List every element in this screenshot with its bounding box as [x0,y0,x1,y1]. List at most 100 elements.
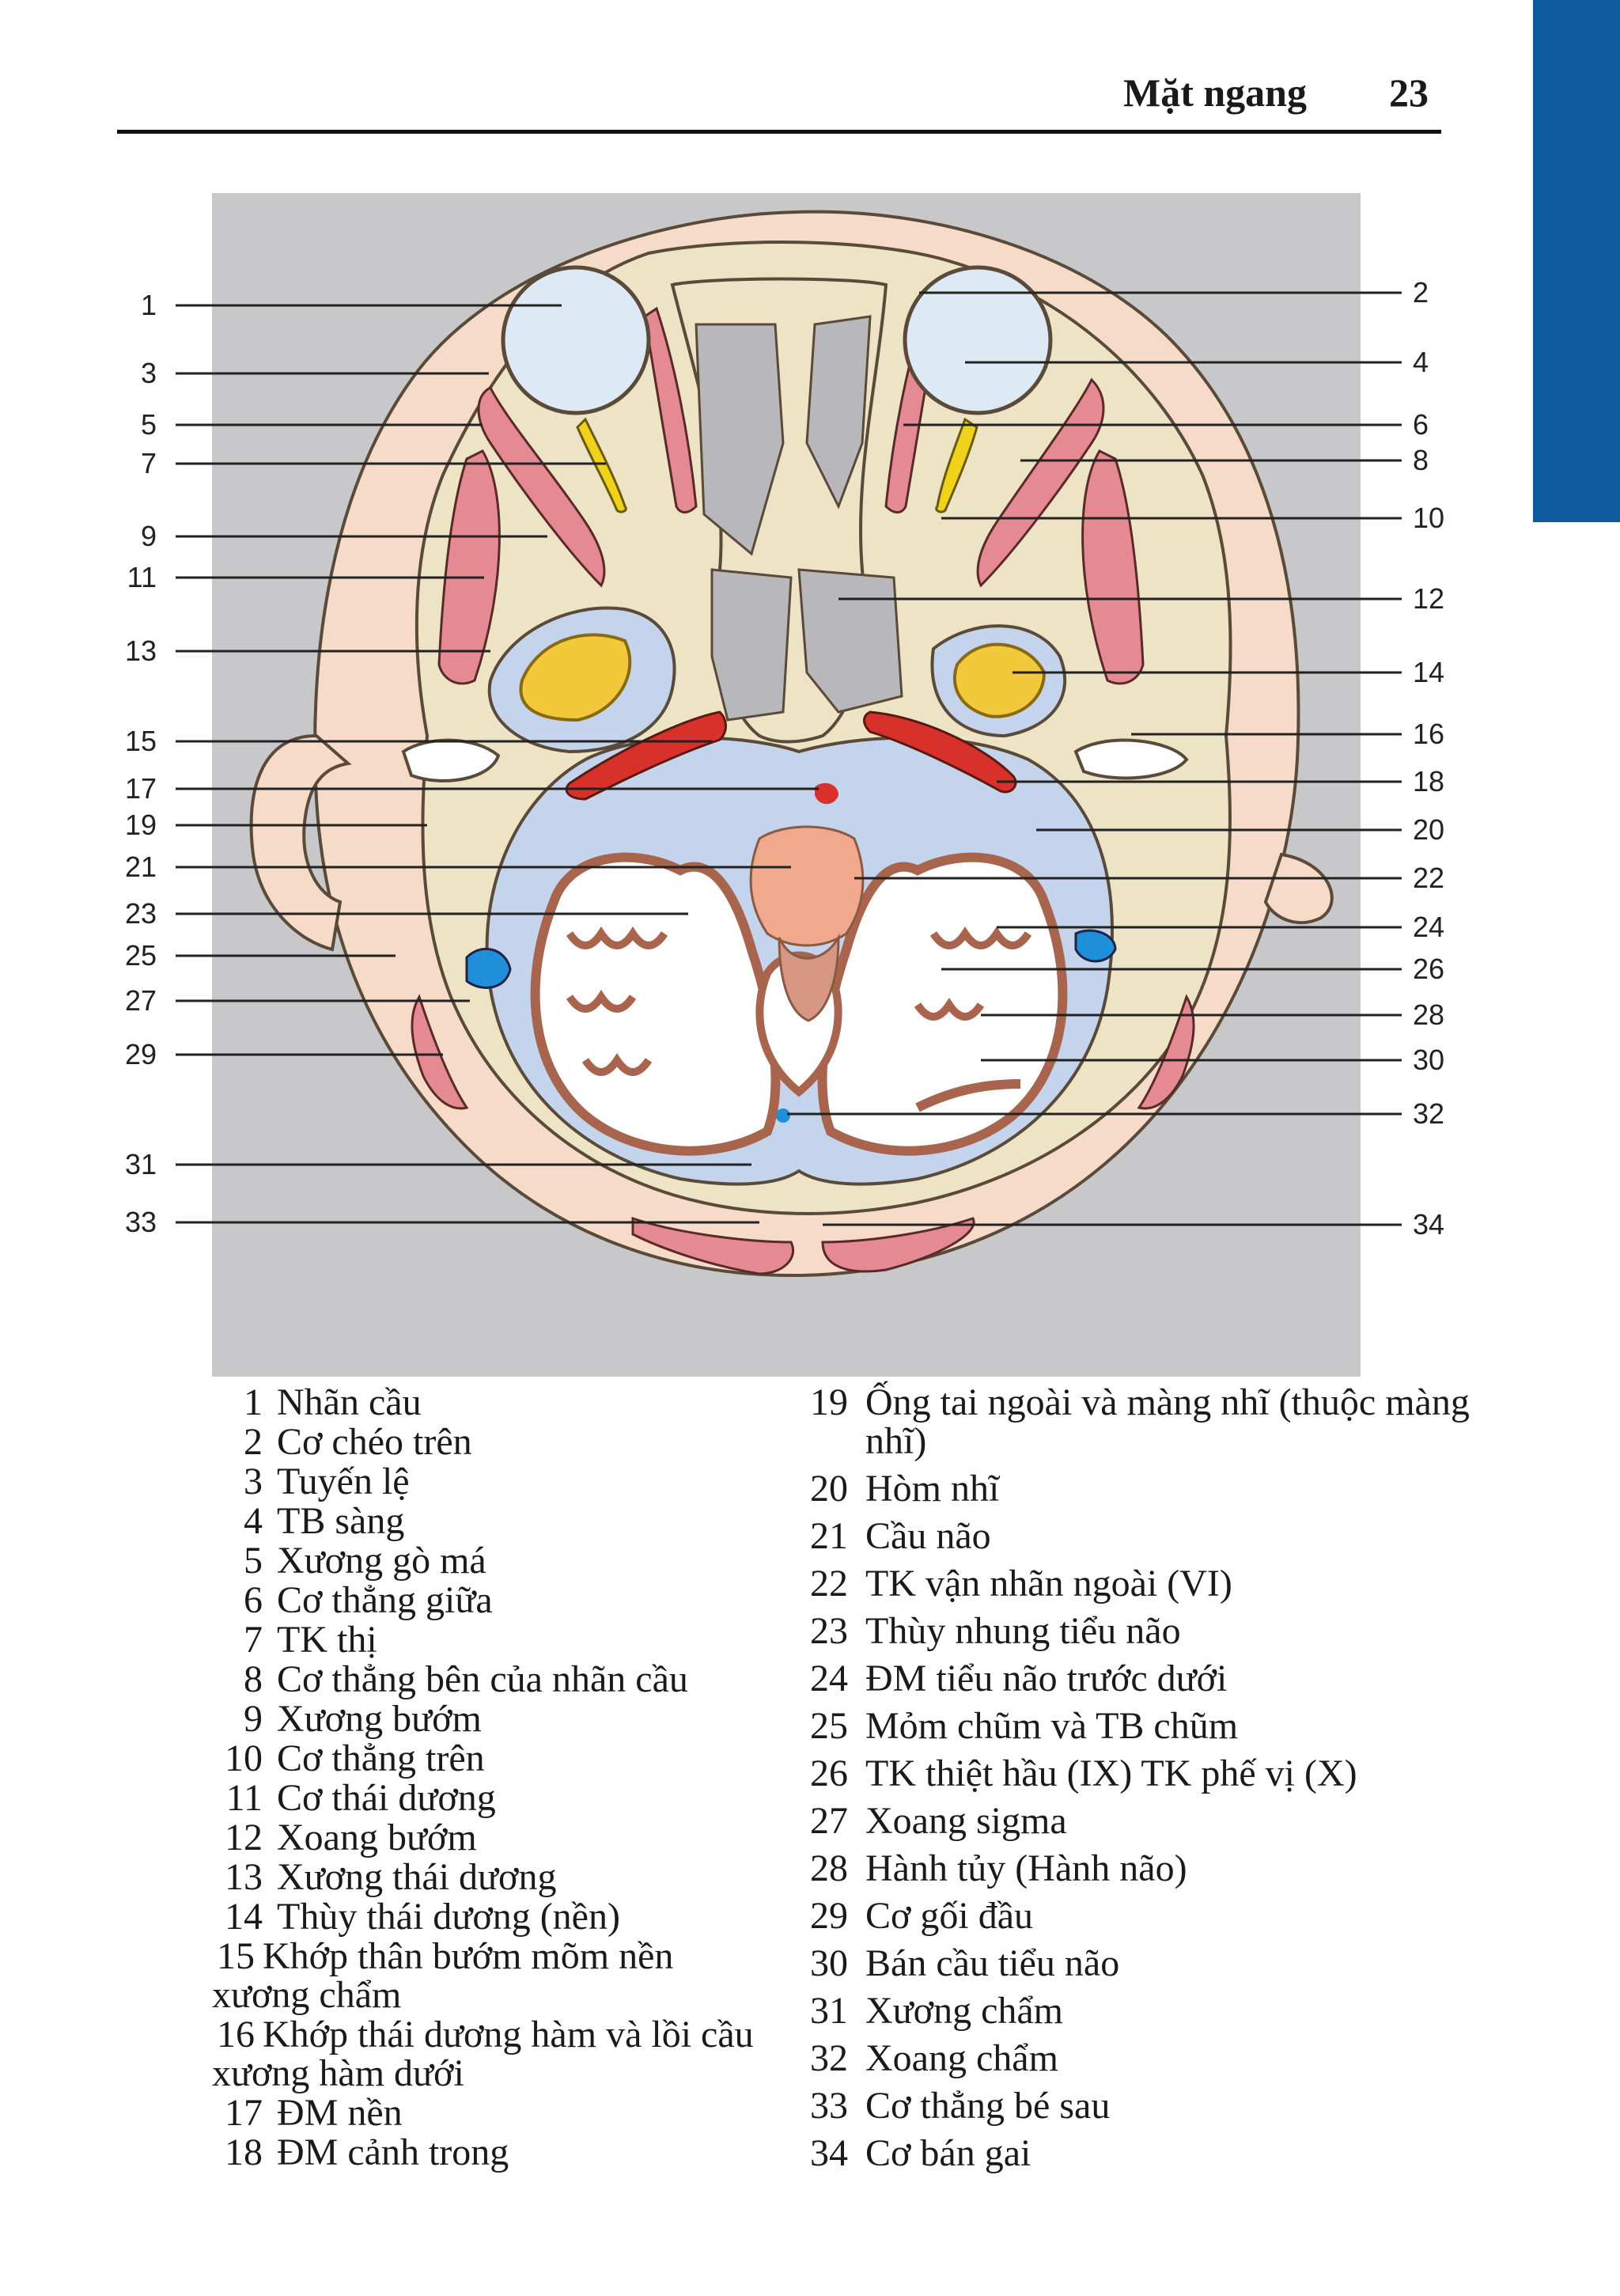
chapter-tab [1533,0,1620,522]
legend-text: Cơ thẳng giữa [277,1579,493,1621]
legend-text: ĐM tiểu não trước dưới [865,1658,1228,1699]
right-leader-lines [787,291,1402,1226]
left-sigmoid-sinus [465,947,512,989]
legend-item: 17 ĐM nền [207,2093,777,2132]
page-title: Mặt ngang [1123,70,1307,115]
left-eyeball [501,265,651,415]
right-temporalis [1081,449,1145,685]
legend-text: ĐM nền [277,2092,403,2134]
legend-text: Cơ gối đầu [865,1895,1034,1937]
right-cerebellar-hemisphere [817,852,1068,1156]
label-16: 16 [1413,718,1444,750]
legend-right-column: 19 Ống tai ngoài và màng nhĩ (thuộc màng … [799,1383,1511,2181]
legend-number: 8 [244,1658,263,1700]
legend-item: 34 Cơ bán gai [799,2134,1511,2173]
legend-number: 30 [810,1942,848,1984]
legend-text: Cơ thẳng bên của nhãn cầu [277,1658,688,1700]
legend-text: Ống tai ngoài và màng nhĩ (thuộc màng nh… [865,1381,1470,1462]
label-12: 12 [1413,582,1444,615]
ethmoid-air-cells [695,315,872,556]
label-6: 6 [1413,408,1429,441]
legend-text: Khớp thái dương hàm và lồi cầu xương hàm… [212,2014,754,2094]
legend-number: 29 [810,1895,848,1937]
right-optic-nerve [935,417,978,513]
label-10: 10 [1413,502,1444,534]
legend-item: 23 Thùy nhung tiểu não [799,1612,1511,1650]
legend-text: Cơ thái dương [277,1777,496,1819]
label-11: 11 [127,561,157,593]
legend-number: 21 [810,1515,848,1557]
legend-text: Xương chẩm [865,1990,1064,2032]
label-33: 33 [125,1206,157,1238]
legend-text: Cơ thẳng bé sau [865,2085,1111,2127]
label-13: 13 [125,635,157,667]
label-3: 3 [141,357,157,389]
legend-number: 1 [244,1381,263,1423]
legend-item: 30 Bán cầu tiểu não [799,1944,1511,1983]
legend-text: Bán cầu tiểu não [865,1942,1120,1984]
legend-number: 19 [810,1381,848,1423]
legend-number: 27 [810,1800,848,1842]
legend-number: 23 [810,1610,848,1652]
pons [749,825,865,947]
legend-text: Cơ bán gai [865,2132,1031,2174]
legend-number: 18 [225,2131,263,2173]
label-20: 20 [1413,813,1444,846]
right-label-numbers: 2 4 6 8 10 12 14 16 18 20 22 24 26 28 30… [1413,276,1444,1241]
legend-number: 34 [810,2132,848,2174]
legend-number: 28 [810,1847,848,1889]
label-17: 17 [125,772,157,805]
legend-text: TK thị [277,1619,377,1661]
legend-text: TK vận nhãn ngoài (VI) [865,1563,1232,1605]
legend-number: 15 [217,1935,255,1977]
label-27: 27 [125,984,157,1017]
left-label-numbers: 1 3 5 7 9 11 13 15 17 19 21 23 25 27 29 … [125,289,157,1238]
label-29: 29 [125,1038,157,1070]
label-2: 2 [1413,276,1429,309]
legend-number: 17 [225,2092,263,2134]
label-24: 24 [1413,911,1444,943]
legend-number: 10 [225,1737,263,1779]
legend-number: 20 [810,1468,848,1510]
label-34: 34 [1413,1208,1444,1241]
right-sigmoid-sinus [1074,929,1117,963]
label-18: 18 [1413,765,1444,798]
legend-number: 33 [810,2085,848,2127]
legend-text: Xương gò má [277,1540,486,1582]
legend-text: Thùy nhung tiểu não [865,1610,1181,1652]
legend-text: Cơ chéo trên [277,1421,472,1463]
legend-number: 13 [225,1856,263,1898]
label-4: 4 [1413,346,1429,378]
left-medial-rectus [643,306,698,513]
label-1: 1 [141,289,157,321]
label-21: 21 [125,851,157,883]
label-25: 25 [125,939,157,972]
legend-item: 13 Xương thái dương [207,1858,777,1896]
right-tmj [1073,738,1189,780]
axial-section-figure: 1 3 5 7 9 11 13 15 17 19 21 23 25 27 29 … [125,193,1444,1377]
legend-text: Xương thái dương [277,1856,557,1898]
legend-number: 5 [244,1540,263,1582]
legend-text: Xoang chẩm [865,2037,1058,2079]
medulla [778,933,840,1022]
legend-number: 16 [217,2014,255,2055]
legend-number: 9 [244,1698,263,1740]
legend-number: 25 [810,1705,848,1747]
label-22: 22 [1413,862,1444,894]
